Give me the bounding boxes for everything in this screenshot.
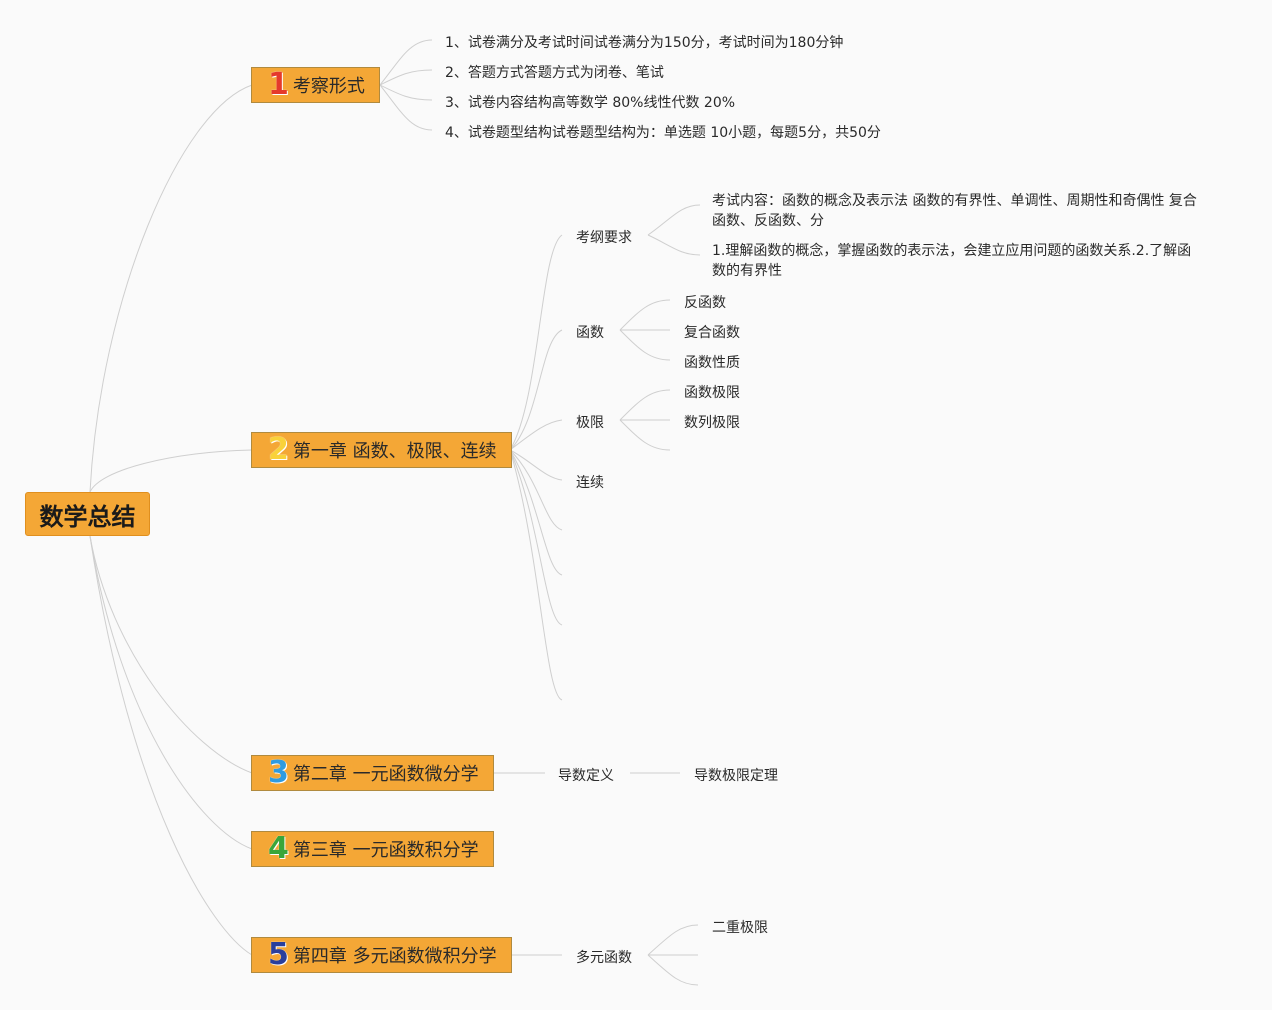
exam-format-item[interactable]: 4、试卷题型结构试卷题型结构为：单选题 10小题，每题5分，共50分 <box>445 125 881 141</box>
branch-label: 第四章 多元函数微积分学 <box>292 946 497 967</box>
exam-format-item[interactable]: 3、试卷内容结构高等数学 80%线性代数 20% <box>445 95 736 111</box>
number-3-icon: 3 <box>268 755 289 790</box>
branch-label: 第二章 一元函数微分学 <box>292 764 479 785</box>
branch-label: 第一章 函数、极限、连续 <box>292 441 497 462</box>
topic-syllabus[interactable]: 考纲要求 <box>576 230 632 246</box>
root-label: 数学总结 <box>39 502 136 531</box>
number-4-icon: 4 <box>268 831 289 866</box>
branch-chapter-3[interactable]: 4 第三章 一元函数积分学 <box>251 831 494 867</box>
topic-multivariable-function[interactable]: 多元函数 <box>576 950 632 966</box>
limit-child[interactable]: 数列极限 <box>684 415 740 431</box>
topic-limit[interactable]: 极限 <box>576 415 604 431</box>
derivative-child[interactable]: 导数极限定理 <box>694 768 778 784</box>
branch-label: 考察形式 <box>292 76 365 97</box>
multivariable-child[interactable]: 二重极限 <box>712 920 768 936</box>
topic-continuity[interactable]: 连续 <box>576 475 604 491</box>
exam-format-item[interactable]: 2、答题方式答题方式为闭卷、笔试 <box>445 65 664 81</box>
syllabus-detail[interactable]: 考试内容：函数的概念及表示法 函数的有界性、单调性、周期性和奇偶性 复合函数、反… <box>712 193 1197 229</box>
number-2-icon: 2 <box>268 432 289 467</box>
branch-label: 第三章 一元函数积分学 <box>292 840 479 861</box>
topic-derivative-definition[interactable]: 导数定义 <box>558 768 614 784</box>
root-node[interactable]: 数学总结 <box>25 492 150 536</box>
limit-child[interactable]: 函数极限 <box>684 385 740 401</box>
syllabus-detail[interactable]: 1.理解函数的概念，掌握函数的表示法，会建立应用问题的函数关系.2.了解函数的有… <box>712 243 1192 279</box>
branch-chapter-1[interactable]: 2 第一章 函数、极限、连续 <box>251 432 512 468</box>
number-1-icon: 1 <box>268 67 289 102</box>
branch-exam-format[interactable]: 1 考察形式 <box>251 67 380 103</box>
exam-format-item[interactable]: 1、试卷满分及考试时间试卷满分为150分，考试时间为180分钟 <box>445 35 844 51</box>
function-child[interactable]: 复合函数 <box>684 325 740 341</box>
function-child[interactable]: 反函数 <box>684 295 726 311</box>
branch-chapter-4[interactable]: 5 第四章 多元函数微积分学 <box>251 937 512 973</box>
number-5-icon: 5 <box>268 937 289 972</box>
topic-function[interactable]: 函数 <box>576 325 604 341</box>
branch-chapter-2[interactable]: 3 第二章 一元函数微分学 <box>251 755 494 791</box>
function-child[interactable]: 函数性质 <box>684 355 740 371</box>
